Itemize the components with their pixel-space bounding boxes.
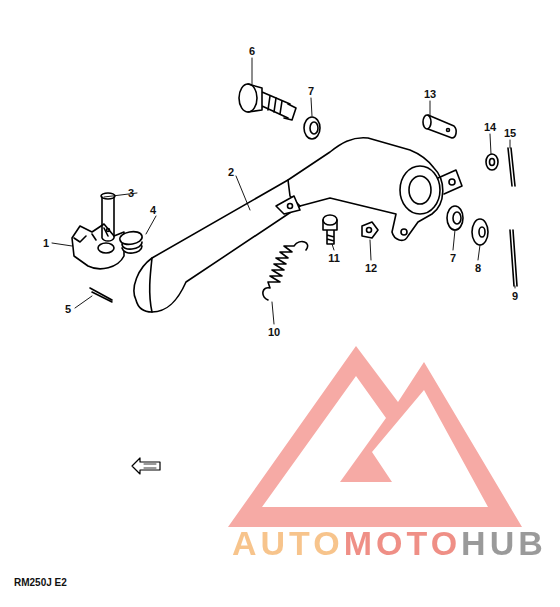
callout-number: 3 — [128, 188, 134, 199]
callout-number: 7 — [450, 253, 456, 264]
return-spring — [263, 242, 308, 300]
pedal-tip — [72, 224, 124, 269]
callout-number: 13 — [424, 89, 436, 100]
leader-lines — [52, 58, 515, 324]
callout-number: 2 — [228, 167, 234, 178]
watermark-logo — [228, 346, 522, 527]
front-arrow — [132, 458, 160, 474]
callout-number: 11 — [328, 253, 340, 264]
callout-number: 12 — [365, 263, 377, 274]
model-code: RM250J E2 — [14, 578, 67, 588]
callout-number: 5 — [65, 304, 71, 315]
brake-pedal-arm — [134, 138, 443, 312]
callout-number: 7 — [308, 86, 314, 97]
callout-number: 10 — [268, 327, 280, 338]
callout-number: 4 — [150, 205, 156, 216]
callout-number: 14 — [484, 122, 496, 133]
callout-number: 1 — [43, 238, 49, 249]
callout-number: 15 — [504, 128, 516, 139]
callout-number: 6 — [249, 46, 255, 57]
watermark: AUTOMOTOHUB — [232, 526, 547, 560]
callout-number: 8 — [475, 263, 481, 274]
callout-number: 9 — [512, 291, 518, 302]
